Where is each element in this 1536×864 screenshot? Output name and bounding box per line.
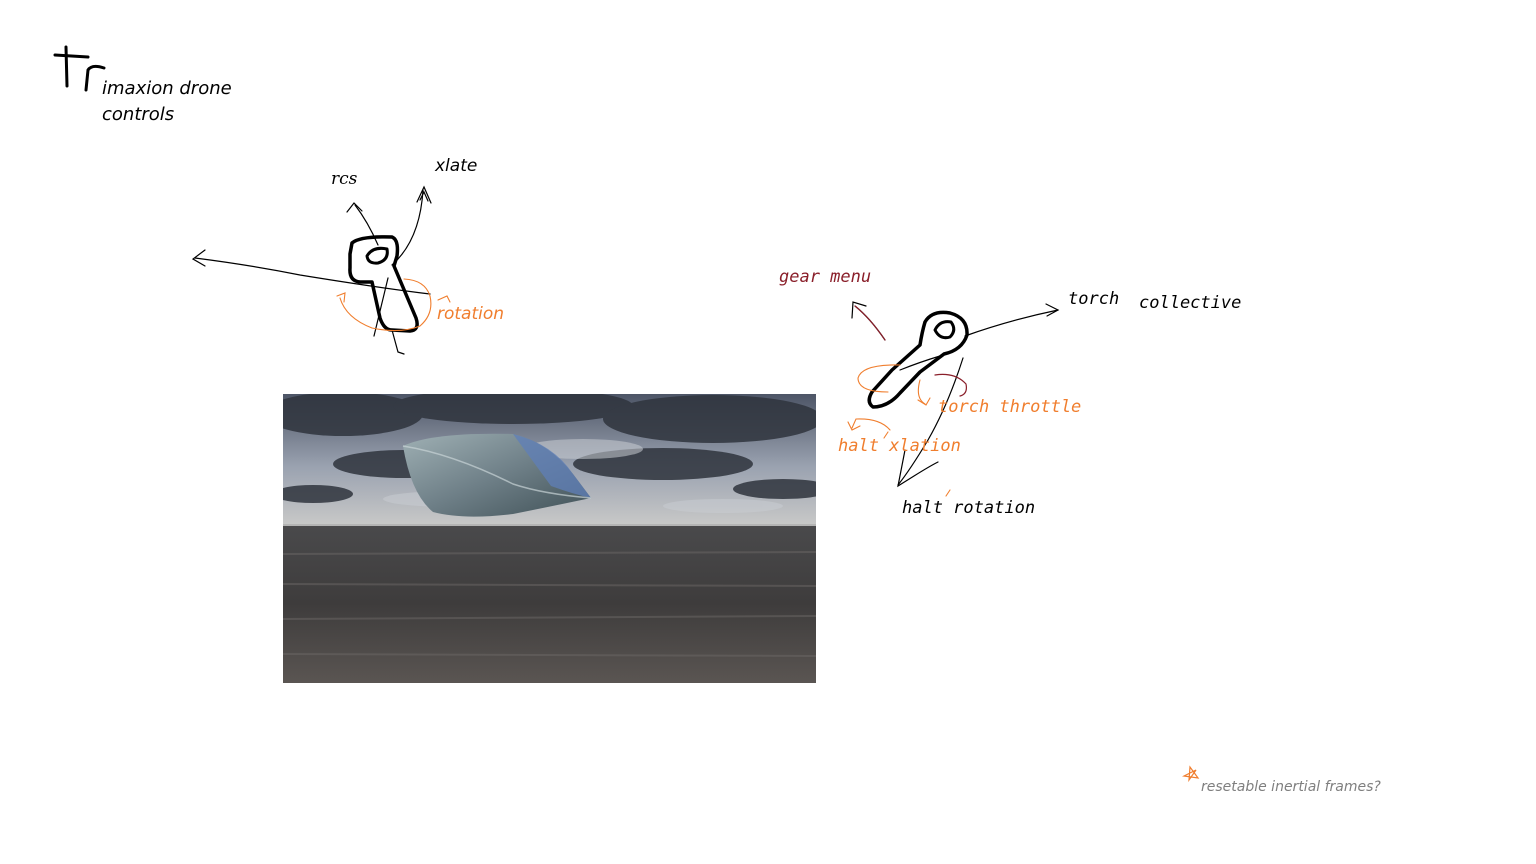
label-rotation: rotation	[437, 304, 505, 324]
label-collective: collective	[1139, 293, 1242, 313]
tr-scribble	[53, 45, 106, 92]
title-line-2: controls	[102, 104, 175, 125]
label-rcs: rcs	[331, 169, 358, 189]
drone-photo-image	[283, 394, 816, 683]
note-resetable-inertial-frames: resetable inertial frames?	[1201, 779, 1381, 795]
label-halt-rotation: halt rotation	[902, 498, 1036, 518]
label-torch: torch	[1068, 289, 1120, 309]
label-torch-throttle: torch throttle	[938, 397, 1082, 417]
right-joystick-icon	[867, 310, 969, 409]
label-halt-xlation: halt xlation	[838, 436, 961, 456]
right-orange-curves	[847, 364, 951, 497]
left-rotation-curve	[336, 278, 451, 332]
title-line-1: imaxion drone	[102, 78, 232, 99]
note-star-icon	[1182, 765, 1200, 783]
page-title: imaxion drone controls	[102, 76, 232, 128]
left-joystick-icon	[348, 235, 419, 333]
label-xlate: xlate	[435, 156, 478, 176]
label-gear-menu: gear menu	[779, 267, 872, 287]
left-stick-arrows	[191, 185, 432, 355]
right-maroon-marks	[854, 305, 967, 397]
drone-photo	[283, 394, 816, 683]
